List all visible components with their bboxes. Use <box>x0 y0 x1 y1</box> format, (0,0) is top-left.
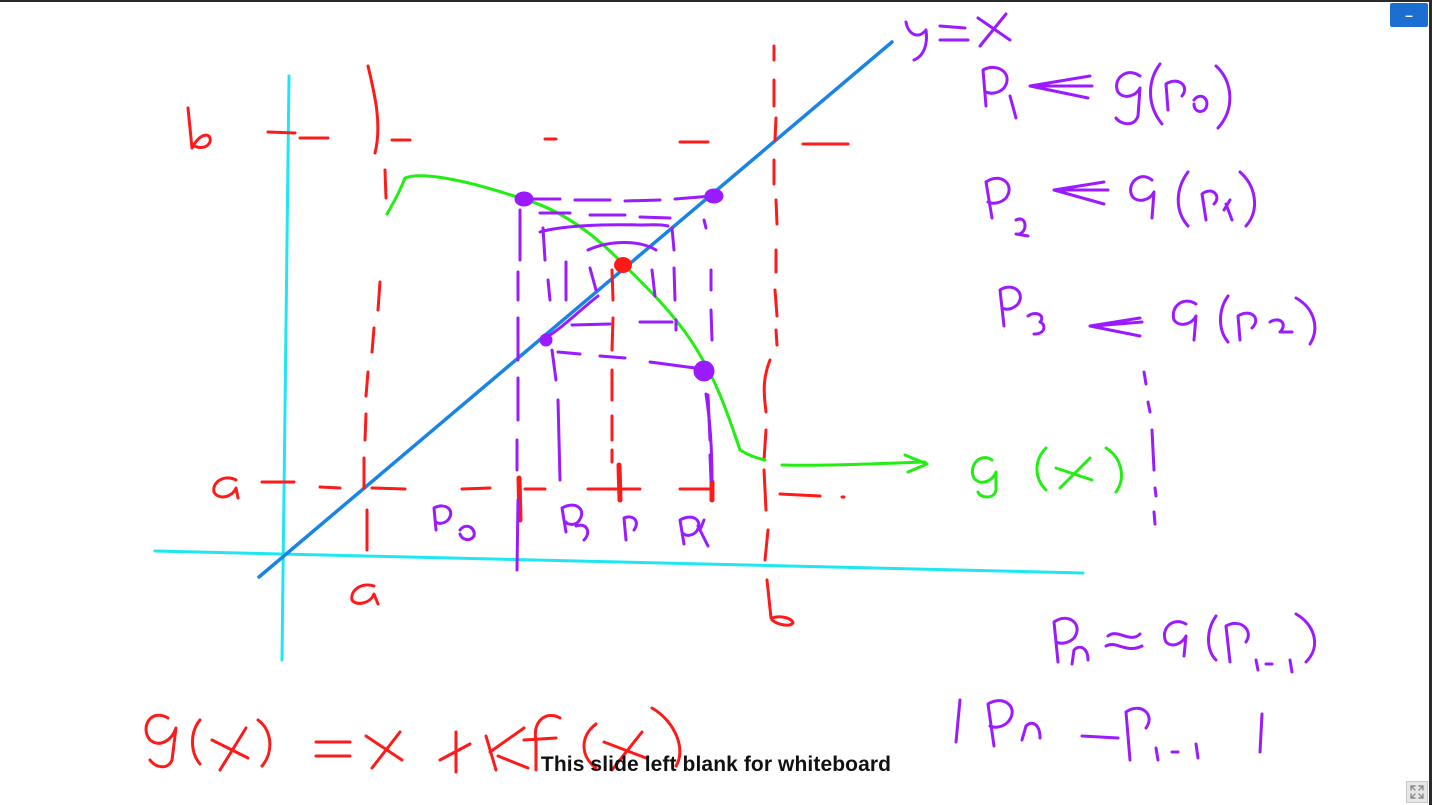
cobweb-iterations <box>514 188 724 572</box>
coordinate-axes <box>153 74 1085 662</box>
expand-icon <box>1410 785 1424 799</box>
identity-line <box>257 40 894 579</box>
axis-point-labels <box>432 503 710 548</box>
axis-letters <box>186 106 380 606</box>
y-equals-x-handwriting <box>904 12 1012 62</box>
curve-g <box>385 174 929 474</box>
definition-equation <box>144 706 682 774</box>
minimize-button[interactable]: – <box>1390 3 1428 27</box>
fixed-point-marker <box>614 257 632 273</box>
interval-bounds <box>260 44 850 627</box>
iteration-notes <box>954 62 1317 762</box>
curve-label-g <box>971 446 1123 499</box>
fullscreen-button[interactable] <box>1406 781 1428 803</box>
slide-caption: This slide left blank for whiteboard <box>540 753 892 776</box>
minimize-icon: – <box>1405 7 1413 23</box>
